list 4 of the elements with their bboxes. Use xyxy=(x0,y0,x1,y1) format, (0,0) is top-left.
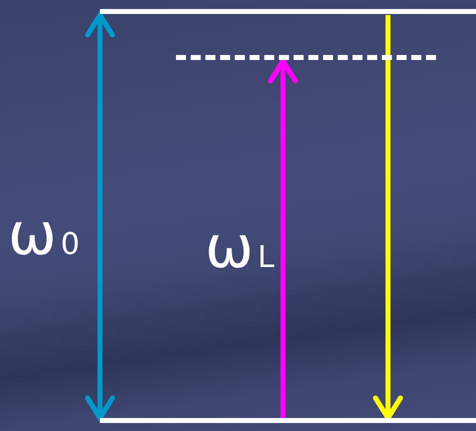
arrow xyxy=(268,58,298,418)
arrow xyxy=(85,12,115,420)
arrow xyxy=(373,15,403,420)
virtual-energy-level-line xyxy=(176,55,436,60)
